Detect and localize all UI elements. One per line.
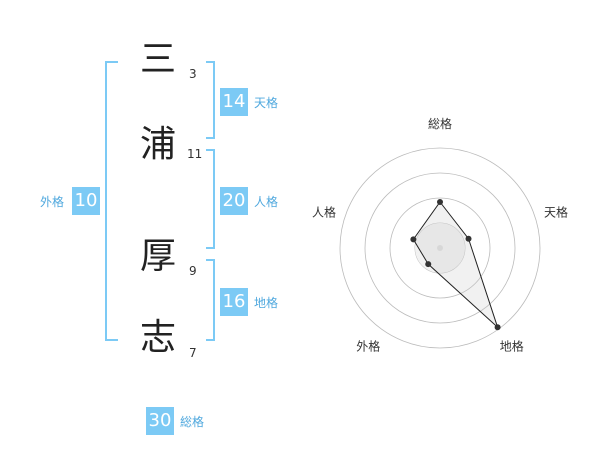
gaikaku-value: 10	[72, 187, 100, 215]
radar-axis-label-3: 地格	[500, 339, 524, 354]
name-char-2: 浦	[140, 124, 177, 165]
name-char-3: 厚	[140, 236, 177, 277]
gaikaku-label: 外格	[40, 195, 65, 209]
stroke-count-3: 9	[189, 264, 197, 278]
chikaku-bracket	[206, 259, 215, 341]
radar-point-1	[437, 199, 443, 205]
radar-axis-label-1: 総格	[428, 116, 452, 131]
name-char-4: 志	[140, 317, 177, 358]
gaikaku-bracket	[105, 61, 118, 341]
radar-point-4	[425, 261, 432, 268]
tenkaku-label: 天格	[254, 96, 279, 110]
chikaku-value: 16	[220, 288, 248, 316]
radar-point-3	[494, 324, 501, 331]
tenkaku-bracket	[206, 61, 215, 139]
jinkaku-value: 20	[220, 187, 248, 215]
radar-ring	[389, 197, 491, 299]
name-char-1: 三	[140, 39, 177, 80]
chikaku-label: 地格	[254, 296, 279, 310]
stroke-count-2: 11	[187, 147, 203, 161]
radar-axis-label-5: 人格	[312, 204, 336, 219]
stroke-count-1: 3	[189, 67, 197, 81]
jinkaku-label: 人格	[254, 195, 279, 209]
tenkaku-value: 14	[220, 88, 248, 116]
jinkaku-bracket	[206, 149, 215, 249]
bracket-lines	[105, 61, 215, 341]
radar-axis-label-2: 天格	[544, 204, 568, 219]
radar-ring	[339, 147, 541, 349]
radar-series-polygon	[412, 201, 499, 329]
radar-center	[437, 245, 443, 251]
radar-axis-label-4: 外格	[356, 339, 380, 354]
radar-point-5	[410, 236, 417, 243]
stroke-count-4: 7	[189, 346, 197, 360]
soukaku-label: 総格	[180, 415, 205, 429]
radar-point-2	[465, 235, 472, 242]
radar-ring	[364, 172, 516, 324]
soukaku-value: 30	[146, 407, 174, 435]
